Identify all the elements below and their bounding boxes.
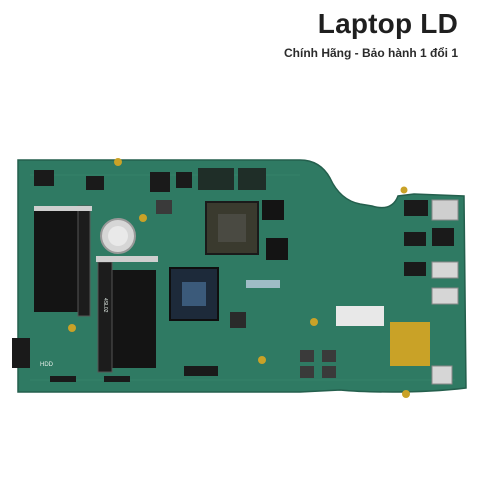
ram-chips-center bbox=[112, 270, 156, 368]
brand-title: Laptop LD bbox=[317, 8, 458, 39]
ram-chips-left bbox=[34, 210, 78, 312]
mount-hole bbox=[310, 318, 318, 326]
ethernet-port bbox=[432, 228, 454, 246]
mount-hole bbox=[139, 214, 147, 222]
mount-hole bbox=[400, 186, 408, 194]
mount-hole bbox=[114, 158, 122, 166]
audio-jack bbox=[431, 365, 453, 385]
usb-port-1 bbox=[431, 261, 459, 279]
usb-port-2 bbox=[431, 287, 459, 305]
hdmi-port bbox=[431, 199, 459, 221]
brand-subtitle: Chính Hãng - Bảo hành 1 đổi 1 bbox=[284, 46, 458, 60]
mount-hole bbox=[402, 390, 410, 398]
marking-hdd: HDD bbox=[40, 362, 54, 368]
brand-block: Laptop LD Chính Hãng - Bảo hành 1 đổi 1 bbox=[284, 8, 458, 60]
mount-hole bbox=[68, 324, 76, 332]
ram-slot-center bbox=[97, 261, 113, 373]
marking-board: 4SL02 bbox=[102, 298, 108, 313]
card-reader-gold bbox=[390, 322, 430, 366]
ram-slot-left bbox=[77, 205, 91, 317]
mount-hole bbox=[258, 356, 266, 364]
